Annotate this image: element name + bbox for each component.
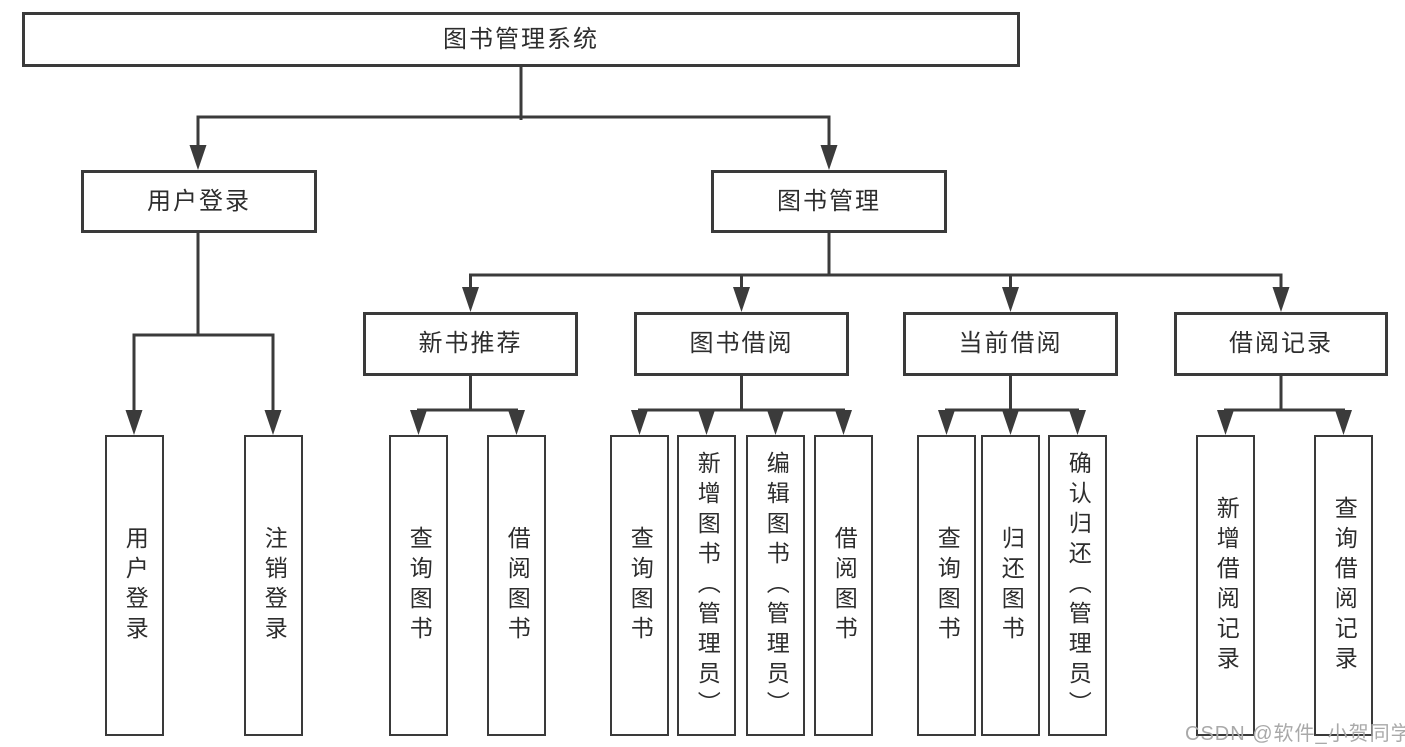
- node-label: 图书管理: [777, 187, 881, 215]
- csdn-watermark: CSDN @软件_小贺同学: [1185, 723, 1405, 745]
- node-label: 查询图书: [406, 525, 433, 646]
- leaf-recommend-query-books: 查询图书: [389, 435, 448, 736]
- leaf-user-login: 用户登录: [105, 435, 164, 736]
- node-label: 新书推荐: [418, 330, 523, 357]
- node-label: 查询借阅记录: [1331, 495, 1358, 676]
- leaf-current-confirm-return-admin: 确认归还（管理员）: [1048, 435, 1107, 736]
- node-book-management: 图书管理: [711, 170, 947, 233]
- node-label: 用户登录: [122, 525, 149, 646]
- node-label: 确认归还（管理员）: [1065, 450, 1092, 721]
- leaf-records-add-borrow-record: 新增借阅记录: [1196, 435, 1255, 736]
- node-book-borrowing: 图书借阅: [634, 312, 849, 376]
- leaf-borrowing-borrow-books: 借阅图书: [814, 435, 873, 736]
- node-borrowing-records: 借阅记录: [1174, 312, 1388, 376]
- node-user-login: 用户登录: [81, 170, 317, 233]
- node-label: 借阅图书: [504, 525, 531, 646]
- leaf-records-query-borrow-record: 查询借阅记录: [1314, 435, 1373, 736]
- leaf-logout: 注销登录: [244, 435, 303, 736]
- node-label: 注销登录: [261, 525, 288, 646]
- leaf-recommend-borrow-books: 借阅图书: [487, 435, 546, 736]
- node-label: 图书借阅: [689, 330, 794, 357]
- leaf-current-query-books: 查询图书: [917, 435, 976, 736]
- node-label: 新增图书（管理员）: [694, 450, 721, 721]
- leaf-borrowing-add-books-admin: 新增图书（管理员）: [677, 435, 736, 736]
- node-label: 新增借阅记录: [1213, 495, 1240, 676]
- node-new-book-recommendation: 新书推荐: [363, 312, 578, 376]
- node-label: 当前借阅: [958, 330, 1063, 357]
- node-current-borrowing: 当前借阅: [903, 312, 1118, 376]
- node-label: 借阅图书: [831, 525, 858, 646]
- connector-arrowheads: [125, 145, 1352, 435]
- node-library-management-system: 图书管理系统: [22, 12, 1020, 67]
- node-label: 用户登录: [147, 187, 251, 215]
- leaf-borrowing-query-books: 查询图书: [610, 435, 669, 736]
- leaf-current-return-books: 归还图书: [981, 435, 1040, 736]
- node-label: 借阅记录: [1229, 330, 1333, 357]
- node-label: 查询图书: [627, 525, 654, 646]
- node-label: 查询图书: [934, 525, 961, 646]
- node-label: 编辑图书（管理员）: [763, 450, 790, 721]
- node-label: 图书管理系统: [443, 25, 599, 53]
- node-label: 归还图书: [998, 525, 1025, 646]
- leaf-borrowing-edit-books-admin: 编辑图书（管理员）: [746, 435, 805, 736]
